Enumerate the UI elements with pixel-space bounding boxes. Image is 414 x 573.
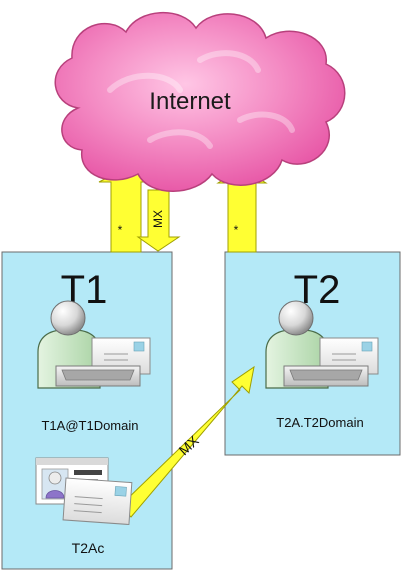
mail-user-icon [37, 300, 151, 389]
t1-inbound-arrow: MX [136, 189, 181, 252]
internet-cloud: Internet [54, 12, 346, 192]
t1-inbound-label: MX [151, 210, 165, 228]
t2-user-label: T2A.T2Domain [276, 415, 363, 430]
t1-user-label: T1A@T1Domain [41, 418, 138, 433]
internet-label: Internet [149, 88, 231, 115]
envelope-icon [91, 337, 151, 375]
t2-contact-label: T2Ac [72, 540, 105, 556]
t1-outbound-label: * [118, 223, 123, 237]
t2-outbound-label: * [234, 223, 239, 237]
mail-user-icon [265, 300, 379, 389]
envelope-icon [62, 477, 133, 526]
envelope-icon [319, 337, 379, 375]
